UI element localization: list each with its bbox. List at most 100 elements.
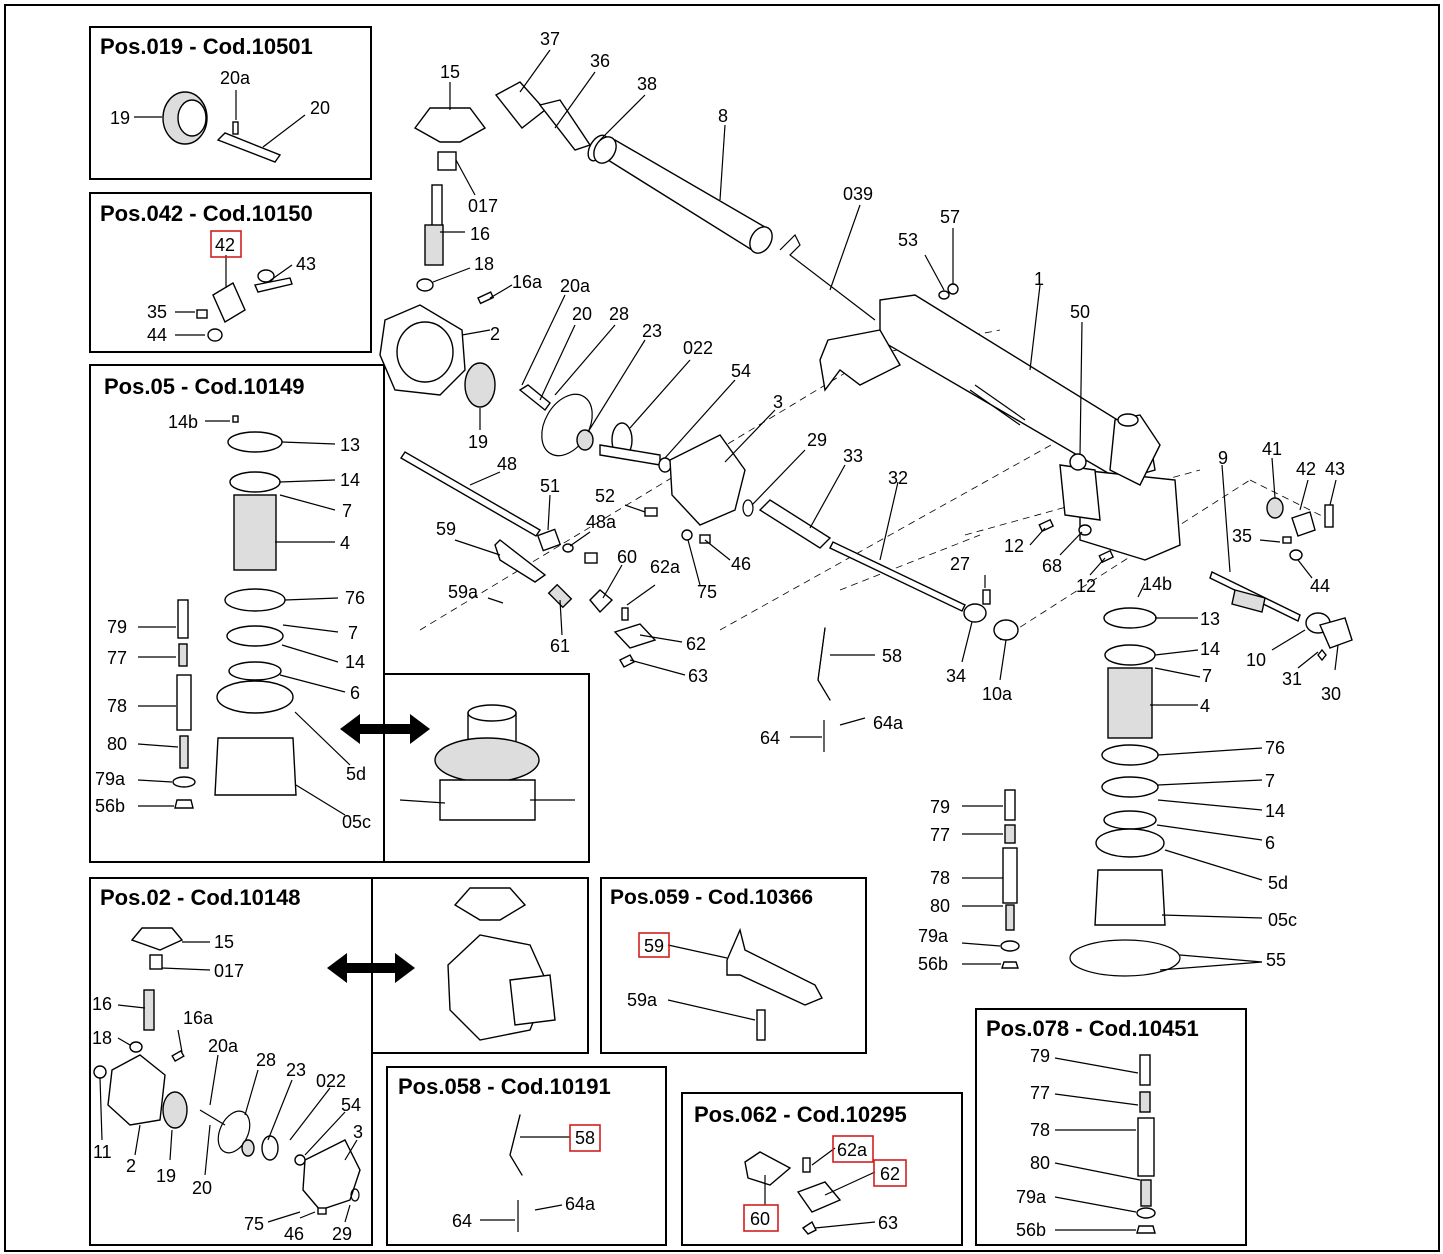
label-52: 52 — [595, 486, 615, 506]
label-02-46: 46 — [284, 1224, 304, 1244]
label-6: 6 — [1265, 833, 1275, 853]
label-27: 27 — [950, 554, 970, 574]
pos042-parts — [196, 269, 293, 342]
label-10a: 10a — [982, 684, 1013, 704]
label-02-022: 022 — [316, 1071, 346, 1091]
label-15: 15 — [440, 62, 460, 82]
label-02-3: 3 — [353, 1122, 363, 1142]
label-02-15: 15 — [214, 932, 234, 952]
label-64: 64 — [760, 728, 780, 748]
label-57: 57 — [940, 207, 960, 227]
label-7-b: 7 — [1265, 771, 1275, 791]
panel-pos-078 — [975, 1008, 1247, 1246]
label-039: 039 — [843, 184, 873, 204]
label-078-77: 77 — [1030, 1083, 1050, 1103]
label-16a: 16a — [512, 272, 543, 292]
label-02-29: 29 — [332, 1224, 352, 1244]
label-05-7: 7 — [342, 501, 352, 521]
panel-pos-058 — [386, 1066, 667, 1246]
label-05-14b: 14b — [168, 412, 198, 432]
label-058-64a: 64a — [565, 1194, 596, 1214]
rod-039 — [779, 233, 876, 321]
label-58: 58 — [882, 646, 902, 666]
label-38: 38 — [637, 74, 657, 94]
label-05-77: 77 — [107, 648, 127, 668]
panel-title-pos-058: Pos.058 - Cod.10191 — [398, 1074, 611, 1099]
label-28: 28 — [609, 304, 629, 324]
label-48a: 48a — [586, 512, 617, 532]
label-02-20: 20 — [192, 1178, 212, 1198]
label-019-19: 19 — [110, 108, 130, 128]
panel-pos-042 — [89, 192, 372, 353]
label-1: 1 — [1034, 269, 1044, 289]
panel-title-pos-02: Pos.02 - Cod.10148 — [100, 885, 301, 910]
label-75: 75 — [697, 582, 717, 602]
label-68: 68 — [1042, 556, 1062, 576]
label-33: 33 — [843, 446, 863, 466]
label-16: 16 — [470, 224, 490, 244]
label-35: 35 — [1232, 526, 1252, 546]
label-14b: 14b — [1142, 574, 1172, 594]
label-042-42: 42 — [215, 235, 235, 255]
crank-58 — [817, 627, 831, 752]
label-062-62a: 62a — [837, 1140, 868, 1160]
label-019-20: 20 — [310, 98, 330, 118]
label-05-79a: 79a — [95, 769, 126, 789]
label-042-35: 35 — [147, 302, 167, 322]
label-05-05c: 05c — [342, 812, 371, 832]
label-02-75: 75 — [244, 1214, 264, 1234]
label-59: 59 — [436, 519, 456, 539]
label-059-59a: 59a — [627, 990, 658, 1010]
label-48: 48 — [497, 454, 517, 474]
label-05-4: 4 — [340, 533, 350, 553]
label-56b: 56b — [918, 954, 948, 974]
pos078-parts — [1136, 1054, 1156, 1234]
leader-lines — [99, 49, 1339, 1231]
label-05-5d: 5d — [346, 764, 366, 784]
label-02-017: 017 — [214, 961, 244, 981]
label-20: 20 — [572, 304, 592, 324]
label-14-a: 14 — [1200, 639, 1220, 659]
label-022: 022 — [683, 338, 713, 358]
label-54: 54 — [731, 361, 751, 381]
label-078-80: 80 — [1030, 1153, 1050, 1173]
label-42: 42 — [1296, 459, 1316, 479]
label-50: 50 — [1070, 302, 1090, 322]
panel-title-pos-062: Pos.062 - Cod.10295 — [694, 1102, 907, 1127]
label-31: 31 — [1282, 669, 1302, 689]
label-078-79a: 79a — [1016, 1187, 1047, 1207]
label-02-20a: 20a — [208, 1036, 239, 1056]
label-02-23: 23 — [286, 1060, 306, 1080]
label-79: 79 — [930, 797, 950, 817]
pos062-parts — [744, 1151, 842, 1235]
label-13: 13 — [1200, 609, 1220, 629]
label-64a: 64a — [873, 713, 904, 733]
label-59a: 59a — [448, 582, 479, 602]
label-062-60: 60 — [750, 1209, 770, 1229]
label-05-14c: 14 — [345, 652, 365, 672]
label-058-64: 64 — [452, 1211, 472, 1231]
label-05-13: 13 — [340, 435, 360, 455]
label-76: 76 — [1265, 738, 1285, 758]
label-7-a: 7 — [1202, 666, 1212, 686]
label-3: 3 — [773, 392, 783, 412]
pos059-part — [726, 927, 823, 1041]
label-05-76: 76 — [345, 588, 365, 608]
label-63: 63 — [688, 666, 708, 686]
label-10: 10 — [1246, 650, 1266, 670]
highlight-boxes — [210, 230, 907, 1232]
label-4: 4 — [1200, 696, 1210, 716]
label-51: 51 — [540, 476, 560, 496]
upper-mid-parts — [518, 384, 746, 526]
label-019-20a: 20a — [220, 68, 251, 88]
label-05-78: 78 — [107, 696, 127, 716]
label-078-78: 78 — [1030, 1120, 1050, 1140]
label-05-56b: 56b — [95, 796, 125, 816]
label-062-62: 62 — [880, 1164, 900, 1184]
panel-title-pos-078: Pos.078 - Cod.10451 — [986, 1016, 1199, 1041]
label-78: 78 — [930, 868, 950, 888]
pos019-parts — [162, 91, 282, 163]
double-arrows — [327, 714, 430, 983]
rods — [400, 451, 1301, 622]
